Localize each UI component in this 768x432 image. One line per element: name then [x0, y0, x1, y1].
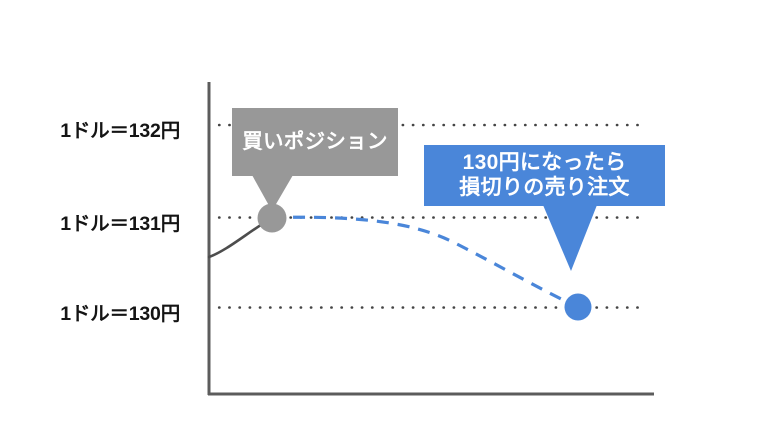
stop-loss-callout-line-1: 130円になったら [462, 151, 627, 175]
price-label-132: 1ドル＝132円 [60, 120, 180, 142]
buy-position-callout: 買いポジション [232, 108, 398, 176]
stop-point-marker [564, 293, 592, 321]
price-label-130: 1ドル＝130円 [60, 303, 180, 325]
entry-point-marker [257, 203, 287, 233]
buy-position-callout-tail [252, 175, 293, 211]
buy-position-callout-line-1: 買いポジション [242, 129, 388, 153]
stop-loss-callout: 130円になったら 損切りの売り注文 [424, 145, 665, 206]
price-label-131: 1ドル＝131円 [60, 213, 180, 235]
stop-loss-callout-line-2: 損切りの売り注文 [459, 176, 630, 199]
projected-rate-line [271, 215, 579, 309]
stop-loss-callout-tail [543, 205, 597, 271]
